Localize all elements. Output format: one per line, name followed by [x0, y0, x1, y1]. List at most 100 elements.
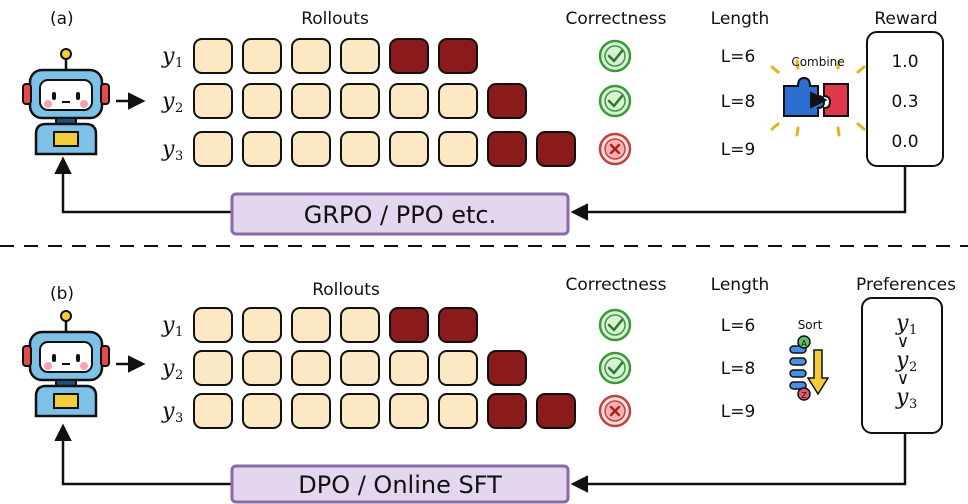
token-cell	[340, 350, 380, 386]
token-cell	[193, 393, 233, 429]
token-cell	[242, 38, 282, 74]
token-cell	[438, 131, 478, 167]
token-cell	[340, 83, 380, 119]
token-cell	[242, 307, 282, 343]
token-cell	[242, 131, 282, 167]
token-cell	[242, 350, 282, 386]
preference-separator: ∨	[897, 369, 909, 389]
preferences-to-algo-arrow	[570, 433, 907, 493]
token-cell	[438, 83, 478, 119]
panel-a-length-header: Length	[711, 9, 770, 29]
sort-label: Sort	[798, 318, 823, 332]
rollout-id-subscript: 1	[175, 325, 183, 340]
panel-a-tag: (a)	[50, 9, 74, 29]
token-cell	[340, 38, 380, 74]
algo-label: DPO / Online SFT	[298, 471, 502, 499]
panel-a-correctness-header: Correctness	[566, 9, 667, 29]
token-cell	[291, 307, 331, 343]
check-circle-icon	[598, 308, 632, 342]
rollout-id: y	[161, 313, 175, 338]
token-cell-error	[438, 38, 478, 74]
token-cell	[291, 350, 331, 386]
rollout-id-subscript: 1	[175, 56, 183, 71]
sort-az-icon: A Z	[789, 335, 830, 401]
token-cell	[193, 38, 233, 74]
token-cell-error	[536, 131, 576, 167]
token-cell	[340, 393, 380, 429]
rollout-id-subscript: 2	[175, 368, 183, 383]
panel-a-reward-header: Reward	[874, 9, 937, 29]
token-cell	[193, 83, 233, 119]
token-cell-error	[389, 307, 429, 343]
token-cell	[291, 393, 331, 429]
token-cell	[389, 393, 429, 429]
rollout-id-subscript: 3	[175, 149, 183, 164]
preferences-box	[861, 297, 943, 434]
token-cell	[193, 131, 233, 167]
combine-label: Combine	[791, 55, 844, 69]
preference-item-subscript: 3	[909, 397, 917, 412]
token-cell	[242, 83, 282, 119]
cross-circle-icon	[598, 394, 632, 428]
token-cell	[291, 83, 331, 119]
token-cell	[291, 38, 331, 74]
rollout-length: L=8	[721, 359, 756, 379]
rollout-length: L=9	[721, 402, 756, 422]
panel-a: (a) Rollouts Correctness Length Reward y…	[21, 9, 944, 236]
check-circle-icon	[598, 84, 632, 118]
algo-to-agent-arrow	[54, 156, 232, 214]
algo-label: GRPO / PPO etc.	[304, 201, 496, 229]
token-cell-error	[487, 83, 527, 119]
algo-to-agent-arrow	[54, 423, 232, 486]
token-cell	[340, 307, 380, 343]
preference-item: y	[895, 385, 909, 410]
preference-item-subscript: 2	[909, 360, 917, 375]
preference-separator: ∨	[897, 332, 909, 352]
token-cell	[193, 307, 233, 343]
token-cell	[291, 131, 331, 167]
token-cell	[438, 350, 478, 386]
panel-b-rollouts-header: Rollouts	[312, 280, 380, 300]
token-cell	[389, 350, 429, 386]
rollout-id: y	[161, 356, 175, 381]
token-cell	[242, 393, 282, 429]
token-cell	[389, 131, 429, 167]
reward-values: 1.0 0.3 0.0	[891, 52, 918, 152]
rollout-id: y	[161, 44, 175, 69]
token-cell	[193, 350, 233, 386]
algo-box	[230, 192, 570, 236]
token-cell-error	[389, 38, 429, 74]
token-cell-error	[487, 350, 527, 386]
svg-text:A: A	[801, 339, 807, 348]
preference-item: y	[895, 311, 909, 336]
token-cell	[340, 131, 380, 167]
rollout-length: L=8	[721, 92, 756, 112]
rollout-length: L=6	[721, 47, 756, 67]
puzzle-icon	[770, 59, 866, 137]
token-cell	[438, 393, 478, 429]
rollout-length: L=9	[721, 140, 756, 160]
rollout-id-subscript: 3	[175, 411, 183, 426]
reward-value: 1.0	[891, 52, 918, 72]
panel-b: (b) Rollouts Correctness Length Preferen…	[21, 275, 956, 504]
rollout-length: L=6	[721, 316, 756, 336]
panel-b-correctness-header: Correctness	[566, 275, 667, 295]
reward-value: 0.3	[891, 92, 918, 112]
token-cell-error	[536, 393, 576, 429]
panel-b-tag: (b)	[50, 284, 74, 304]
rollout-id: y	[161, 89, 175, 114]
reward-value: 0.0	[891, 132, 918, 152]
robot-icon	[21, 309, 111, 418]
check-circle-icon	[598, 351, 632, 385]
reward-to-algo-arrow	[570, 166, 907, 221]
